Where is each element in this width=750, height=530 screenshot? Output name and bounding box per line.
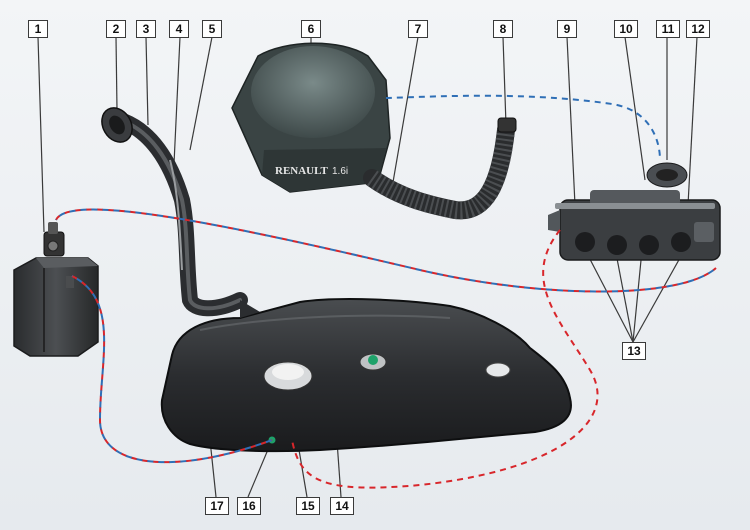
callout-12: 12 <box>686 20 710 38</box>
leader-lines <box>37 36 698 498</box>
intake-hose <box>363 117 517 220</box>
callout-13: 13 <box>622 342 646 360</box>
callout-7: 7 <box>408 20 428 38</box>
air-filter-model: 1.6i <box>332 166 348 177</box>
callout-3: 3 <box>136 20 156 38</box>
charcoal-canister <box>13 222 99 357</box>
callout-9: 9 <box>557 20 577 38</box>
callout-17: 17 <box>205 497 229 515</box>
fuel-tank <box>160 298 572 453</box>
callout-16: 16 <box>237 497 261 515</box>
air-filter-brand: RENAULT <box>275 165 328 177</box>
callout-4: 4 <box>169 20 189 38</box>
vapour-lines <box>55 94 717 489</box>
callout-1: 1 <box>28 20 48 38</box>
callout-8: 8 <box>493 20 513 38</box>
callout-11: 11 <box>656 20 680 38</box>
air-filter-housing: RENAULT 1.6i <box>231 42 391 193</box>
callout-2: 2 <box>106 20 126 38</box>
callout-5: 5 <box>202 20 222 38</box>
callout-15: 15 <box>296 497 320 515</box>
filler-neck <box>101 107 248 317</box>
callout-10: 10 <box>614 20 638 38</box>
intake-manifold <box>548 162 721 261</box>
callout-14: 14 <box>330 497 354 515</box>
callout-6: 6 <box>301 20 321 38</box>
